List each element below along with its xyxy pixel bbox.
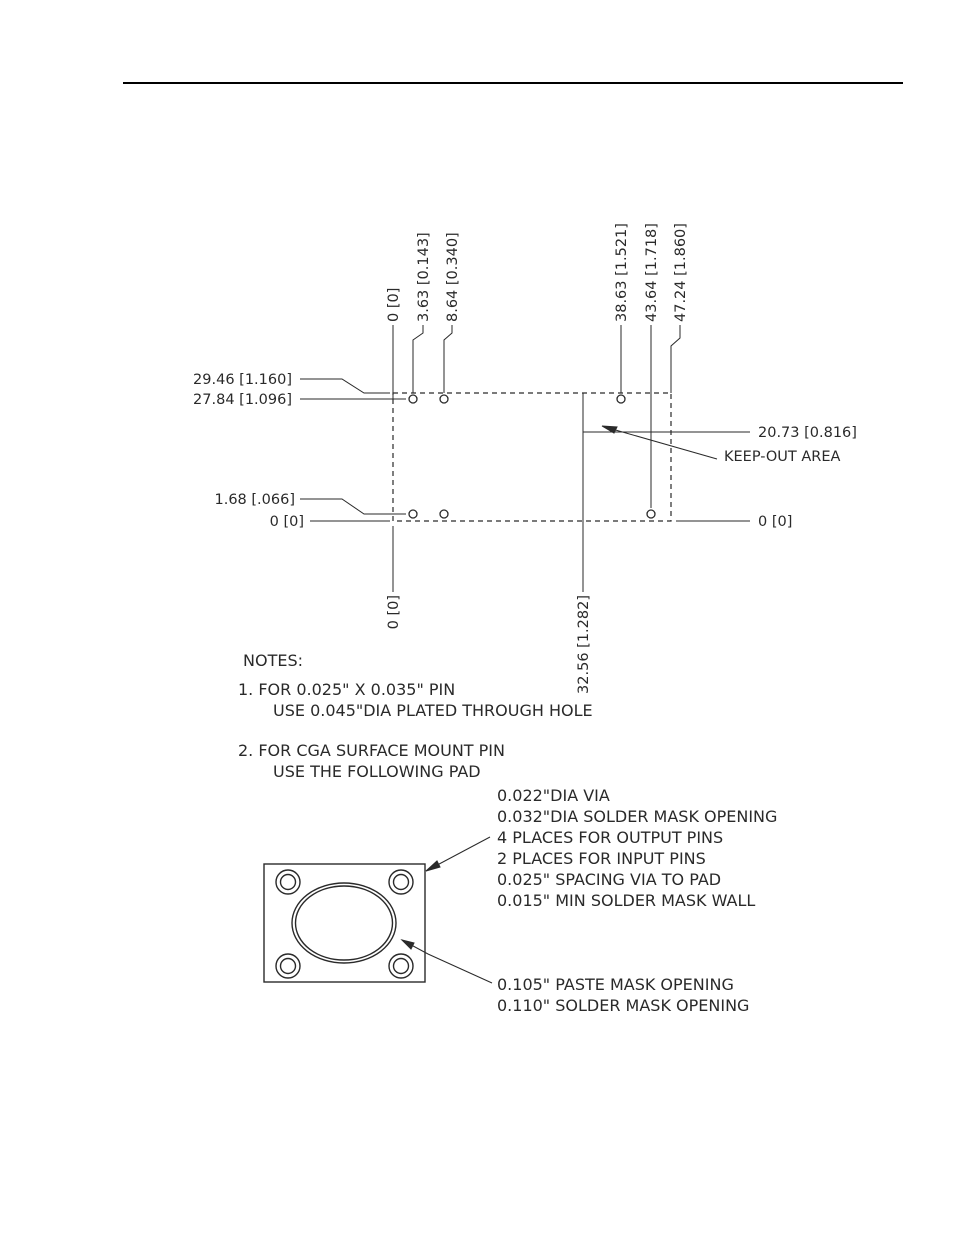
left-dimension-leaders <box>300 378 406 522</box>
dim-top-3: 38.63 [1.521] <box>614 223 630 322</box>
note-2-line-2: USE THE FOLLOWING PAD <box>273 762 481 781</box>
dim-right-upper: 20.73 [0.816] <box>758 425 857 441</box>
via-callout-line: 2 PLACES FOR INPUT PINS <box>497 849 706 868</box>
dim-left-1: 27.84 [1.096] <box>193 392 292 408</box>
top-dimension-leaders <box>392 325 681 508</box>
notes-heading: NOTES: <box>243 651 303 670</box>
pad-callout-leaders <box>400 836 493 984</box>
via-callout-line: 0.022"DIA VIA <box>497 786 610 805</box>
via <box>275 869 301 895</box>
pin-hole <box>439 394 449 404</box>
paste-mask-opening <box>291 882 397 964</box>
dim-bottom-left: 0 [0] <box>386 595 402 629</box>
via <box>275 953 301 979</box>
pin-hole <box>646 509 656 519</box>
keepout-label: KEEP-OUT AREA <box>724 449 841 465</box>
via-callout-line: 4 PLACES FOR OUTPUT PINS <box>497 828 723 847</box>
pin-hole <box>408 509 418 519</box>
dim-top-4: 43.64 [1.718] <box>644 223 660 322</box>
dim-top-1: 3.63 [0.143] <box>416 232 432 322</box>
pad-callout-line: 0.105" PASTE MASK OPENING <box>497 975 734 994</box>
dim-right-lower: 0 [0] <box>758 514 792 530</box>
dim-left-2: 1.68 [.066] <box>215 492 296 508</box>
right-dimension-leaders <box>583 425 750 522</box>
note-1-line-2: USE 0.045"DIA PLATED THROUGH HOLE <box>273 701 593 720</box>
dim-top-5: 47.24 [1.860] <box>673 223 689 322</box>
dim-left-3: 0 [0] <box>270 514 304 530</box>
dim-top-2: 8.64 [0.340] <box>445 232 461 322</box>
note-1-line-1: 1. FOR 0.025" X 0.035" PIN <box>238 680 455 699</box>
dim-bottom-mid: 32.56 [1.282] <box>576 595 592 694</box>
bottom-dimension-leaders <box>392 393 584 592</box>
via-callout-line: 0.025" SPACING VIA TO PAD <box>497 870 721 889</box>
pin-hole <box>616 394 626 404</box>
pad-outline <box>263 863 426 983</box>
footprint-outline <box>392 392 672 522</box>
pin-hole <box>408 394 418 404</box>
solder-mask-opening <box>294 885 394 961</box>
via <box>388 869 414 895</box>
dim-top-0: 0 [0] <box>386 288 402 322</box>
via <box>388 953 414 979</box>
pin-holes <box>408 394 656 519</box>
note-2-line-1: 2. FOR CGA SURFACE MOUNT PIN <box>238 741 505 760</box>
pin-hole <box>439 509 449 519</box>
via-callout-line: 0.015" MIN SOLDER MASK WALL <box>497 891 755 910</box>
pad-callout-line: 0.110" SOLDER MASK OPENING <box>497 996 749 1015</box>
via-callout-line: 0.032"DIA SOLDER MASK OPENING <box>497 807 777 826</box>
cga-pad-illustration <box>263 863 426 983</box>
dim-left-0: 29.46 [1.160] <box>193 372 292 388</box>
